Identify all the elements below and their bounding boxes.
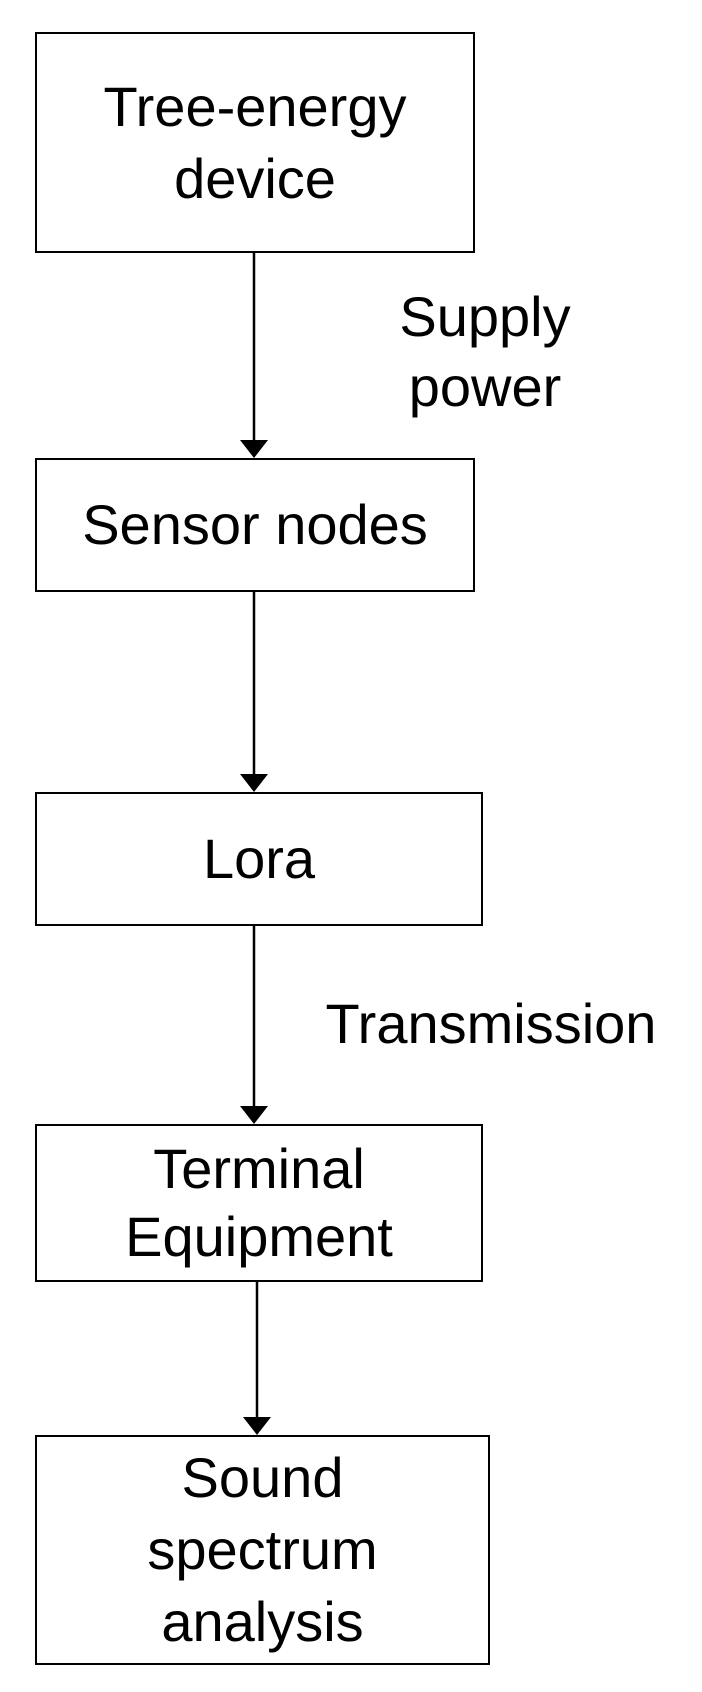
node-label-line: analysis (161, 1590, 364, 1653)
node-sensor-nodes: Sensor nodes (35, 458, 475, 592)
node-label-line: device (174, 146, 336, 210)
edge-label-transmission: Transmission (296, 989, 686, 1059)
node-label-line: Terminal (153, 1137, 365, 1200)
edge-label-line: power (408, 355, 562, 418)
arrowhead-sensor-nodes-to-lora (240, 774, 268, 792)
node-lora: Lora (35, 792, 483, 926)
arrowhead-tree-energy-to-sensor-nodes (240, 440, 268, 458)
node-label-line: Equipment (125, 1205, 393, 1268)
edge-label-supply-power: Supply power (370, 282, 600, 422)
node-tree-energy-device: Tree-energy device (35, 32, 475, 253)
node-label-line: Tree-energy (103, 74, 407, 138)
node-sound-spectrum-analysis: Sound spectrum analysis (35, 1435, 490, 1665)
edge-label-line: Transmission (325, 992, 657, 1055)
node-label-line: Lora (202, 827, 316, 890)
node-label-line: Sound (181, 1446, 344, 1509)
edge-label-line: Supply (399, 285, 571, 348)
node-label-line: Sensor nodes (82, 493, 428, 556)
node-label-line: spectrum (147, 1518, 378, 1581)
arrowhead-lora-to-terminal-equipment (240, 1106, 268, 1124)
node-terminal-equipment: Terminal Equipment (35, 1124, 483, 1282)
arrowhead-terminal-equipment-to-sound-spectrum (243, 1417, 271, 1435)
